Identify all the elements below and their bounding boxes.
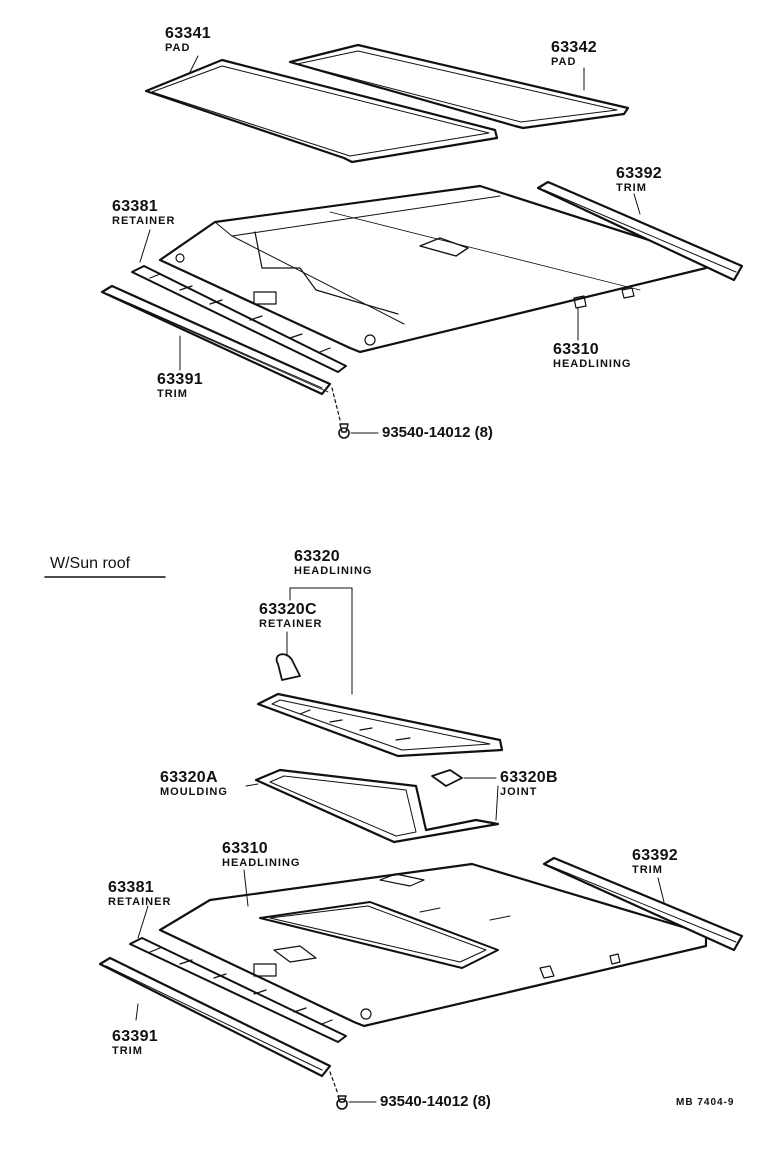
retainer-63381-shape	[132, 266, 346, 372]
part-number: 63392	[632, 847, 678, 864]
label-63391: 63391 TRIM	[157, 372, 203, 400]
part-name: JOINT	[500, 786, 538, 798]
part-number: 63310	[553, 341, 599, 358]
part-name: PAD	[165, 42, 191, 54]
part-name: TRIM	[616, 182, 647, 194]
part-number: 63320C	[259, 601, 317, 618]
leader-lines-bottom	[136, 786, 664, 1020]
part-name: RETAINER	[108, 896, 172, 908]
label-bolt-bottom: 93540-14012 (8)	[380, 1093, 491, 1110]
headlining-63320-shape	[258, 694, 502, 756]
part-number: 63391	[112, 1028, 158, 1045]
part-name: TRIM	[112, 1045, 143, 1057]
part-number: 63391	[157, 371, 203, 388]
part-number: 63320A	[160, 769, 218, 786]
part-name: PAD	[551, 56, 577, 68]
label-63381-bottom: 63381 RETAINER	[108, 880, 171, 908]
label-63391-bottom: 63391 TRIM	[112, 1029, 158, 1057]
part-name: RETAINER	[112, 215, 176, 227]
trim-63392-bottom-shape	[544, 858, 742, 950]
label-63320c: 63320C RETAINER	[259, 602, 322, 630]
pad-63341-shape	[146, 60, 497, 162]
part-name: HEADLINING	[222, 857, 301, 869]
part-number: 63392	[616, 165, 662, 182]
label-63392: 63392 TRIM	[616, 166, 662, 194]
label-63341: 63341 PAD	[165, 26, 211, 54]
moulding-63320a-shape	[246, 770, 498, 842]
part-number: 63320B	[500, 769, 558, 786]
joint-63320b-shape	[432, 770, 496, 786]
label-63320a: 63320A MOULDING	[160, 770, 228, 798]
part-number: 63381	[112, 198, 158, 215]
headlining-63310-shape	[160, 186, 706, 352]
part-name: HEADLINING	[294, 565, 373, 577]
label-63320b: 63320B JOINT	[500, 770, 558, 798]
part-number: 63310	[222, 840, 268, 857]
trim-63391-shape	[102, 286, 330, 394]
trim-63391-bottom-shape	[100, 958, 330, 1076]
part-number: 63342	[551, 39, 597, 56]
pad-63342-shape	[290, 45, 628, 128]
bolt-top-shape	[332, 388, 378, 438]
part-name: MOULDING	[160, 786, 228, 798]
trim-63392-shape	[538, 182, 742, 280]
part-name: RETAINER	[259, 618, 323, 630]
label-63310-bottom: 63310 HEADLINING	[222, 841, 300, 869]
bracket-63320	[290, 588, 352, 694]
part-number: 63320	[294, 548, 340, 565]
headlining-63310-bottom-shape	[160, 864, 706, 1026]
label-63381: 63381 RETAINER	[112, 199, 175, 227]
retainer-63381-bottom-shape	[130, 938, 346, 1042]
bolt-bottom-shape	[330, 1072, 376, 1109]
part-name: TRIM	[157, 388, 188, 400]
part-name: TRIM	[632, 864, 663, 876]
part-number: 63381	[108, 879, 154, 896]
label-63392-bottom: 63392 TRIM	[632, 848, 678, 876]
leader-lines-top	[140, 56, 640, 370]
label-63320: 63320 HEADLINING	[294, 549, 372, 577]
part-name: HEADLINING	[553, 358, 632, 370]
part-number: 63341	[165, 25, 211, 42]
figure-code: MB 7404-9	[676, 1097, 735, 1108]
section-title: W/Sun roof	[50, 555, 131, 572]
label-63342: 63342 PAD	[551, 40, 597, 68]
retainer-63320c-shape	[277, 632, 300, 680]
label-63310: 63310 HEADLINING	[553, 342, 631, 370]
label-bolt-top: 93540-14012 (8)	[382, 424, 493, 441]
